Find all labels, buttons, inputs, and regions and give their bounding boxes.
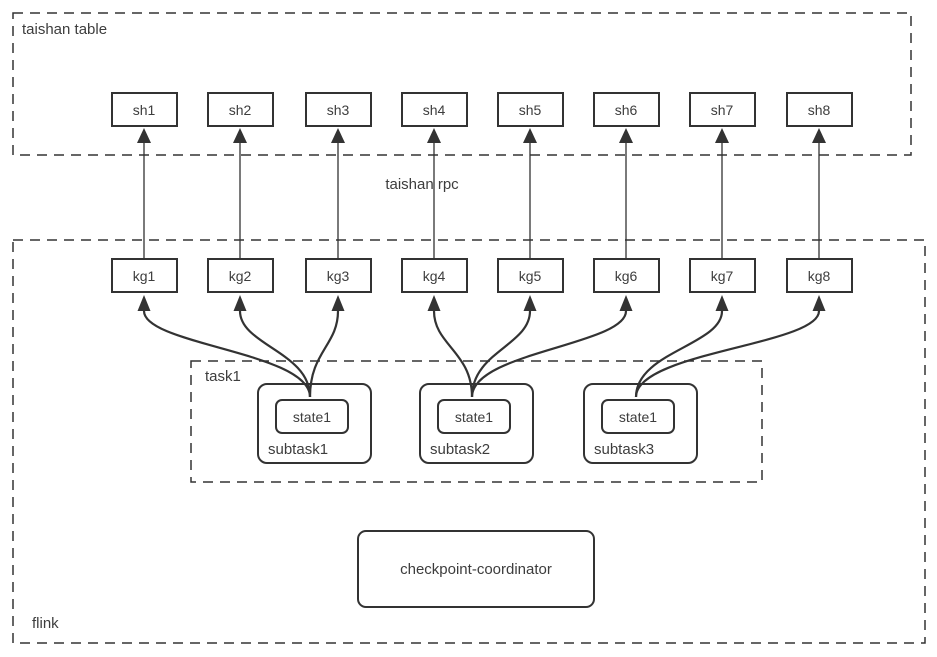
state-arrowhead-subtask1-kg1 bbox=[137, 295, 151, 311]
shard-node-sh4: sh4 bbox=[400, 92, 468, 127]
state-arrowhead-subtask2-kg5 bbox=[523, 295, 537, 311]
shard-node-sh5: sh5 bbox=[496, 92, 564, 127]
keygroup-node-kg6: kg6 bbox=[592, 258, 660, 293]
rpc-arrowhead-sh6 bbox=[619, 128, 633, 143]
shard-node-sh7: sh7 bbox=[688, 92, 756, 127]
keygroup-node-kg1: kg1 bbox=[110, 258, 178, 293]
state-arrowhead-subtask1-kg2 bbox=[233, 295, 247, 311]
state-arrowhead-subtask3-kg7 bbox=[715, 295, 729, 311]
subtask3-label: subtask3 bbox=[594, 441, 655, 458]
keygroup-node-kg5: kg5 bbox=[496, 258, 564, 293]
rpc-arrowhead-sh4 bbox=[427, 128, 441, 143]
state-arrowhead-subtask2-kg4 bbox=[427, 295, 441, 311]
shard-node-sh2: sh2 bbox=[206, 92, 274, 127]
keygroup-node-kg2: kg2 bbox=[206, 258, 274, 293]
keygroup-node-kg7: kg7 bbox=[688, 258, 756, 293]
subtask2-box: state1 subtask2 bbox=[419, 383, 534, 464]
rpc-arrowhead-sh1 bbox=[137, 128, 151, 143]
rpc-arrowhead-sh5 bbox=[523, 128, 537, 143]
shard-node-sh8: sh8 bbox=[785, 92, 853, 127]
state-arrowhead-subtask1-kg3 bbox=[331, 295, 345, 311]
flink-label: flink bbox=[32, 615, 59, 632]
shard-node-sh3: sh3 bbox=[304, 92, 372, 127]
keygroup-node-kg3: kg3 bbox=[304, 258, 372, 293]
subtask1-state-box: state1 bbox=[275, 399, 349, 434]
subtask1-box: state1 subtask1 bbox=[257, 383, 372, 464]
taishan-table-border bbox=[12, 12, 912, 156]
subtask3-box: state1 subtask3 bbox=[583, 383, 698, 464]
keygroup-node-kg4: kg4 bbox=[400, 258, 468, 293]
state-arrowhead-subtask3-kg8 bbox=[812, 295, 826, 311]
checkpoint-coordinator-box: checkpoint-coordinator bbox=[357, 530, 595, 608]
shard-node-sh1: sh1 bbox=[110, 92, 178, 127]
rpc-arrowhead-sh7 bbox=[715, 128, 729, 143]
rpc-arrowhead-sh8 bbox=[812, 128, 826, 143]
checkpoint-coordinator-label: checkpoint-coordinator bbox=[400, 560, 552, 578]
state-arrowhead-subtask2-kg6 bbox=[619, 295, 633, 311]
shard-node-sh6: sh6 bbox=[592, 92, 660, 127]
taishan-rpc-label: taishan rpc bbox=[385, 176, 459, 193]
subtask3-state-box: state1 bbox=[601, 399, 675, 434]
rpc-arrowhead-sh3 bbox=[331, 128, 345, 143]
subtask2-label: subtask2 bbox=[430, 441, 491, 458]
subtask2-state-box: state1 bbox=[437, 399, 511, 434]
task1-label: task1 bbox=[205, 368, 241, 385]
rpc-arrowhead-sh2 bbox=[233, 128, 247, 143]
keygroup-node-kg8: kg8 bbox=[785, 258, 853, 293]
subtask1-label: subtask1 bbox=[268, 441, 329, 458]
taishan-table-label: taishan table bbox=[22, 21, 108, 38]
